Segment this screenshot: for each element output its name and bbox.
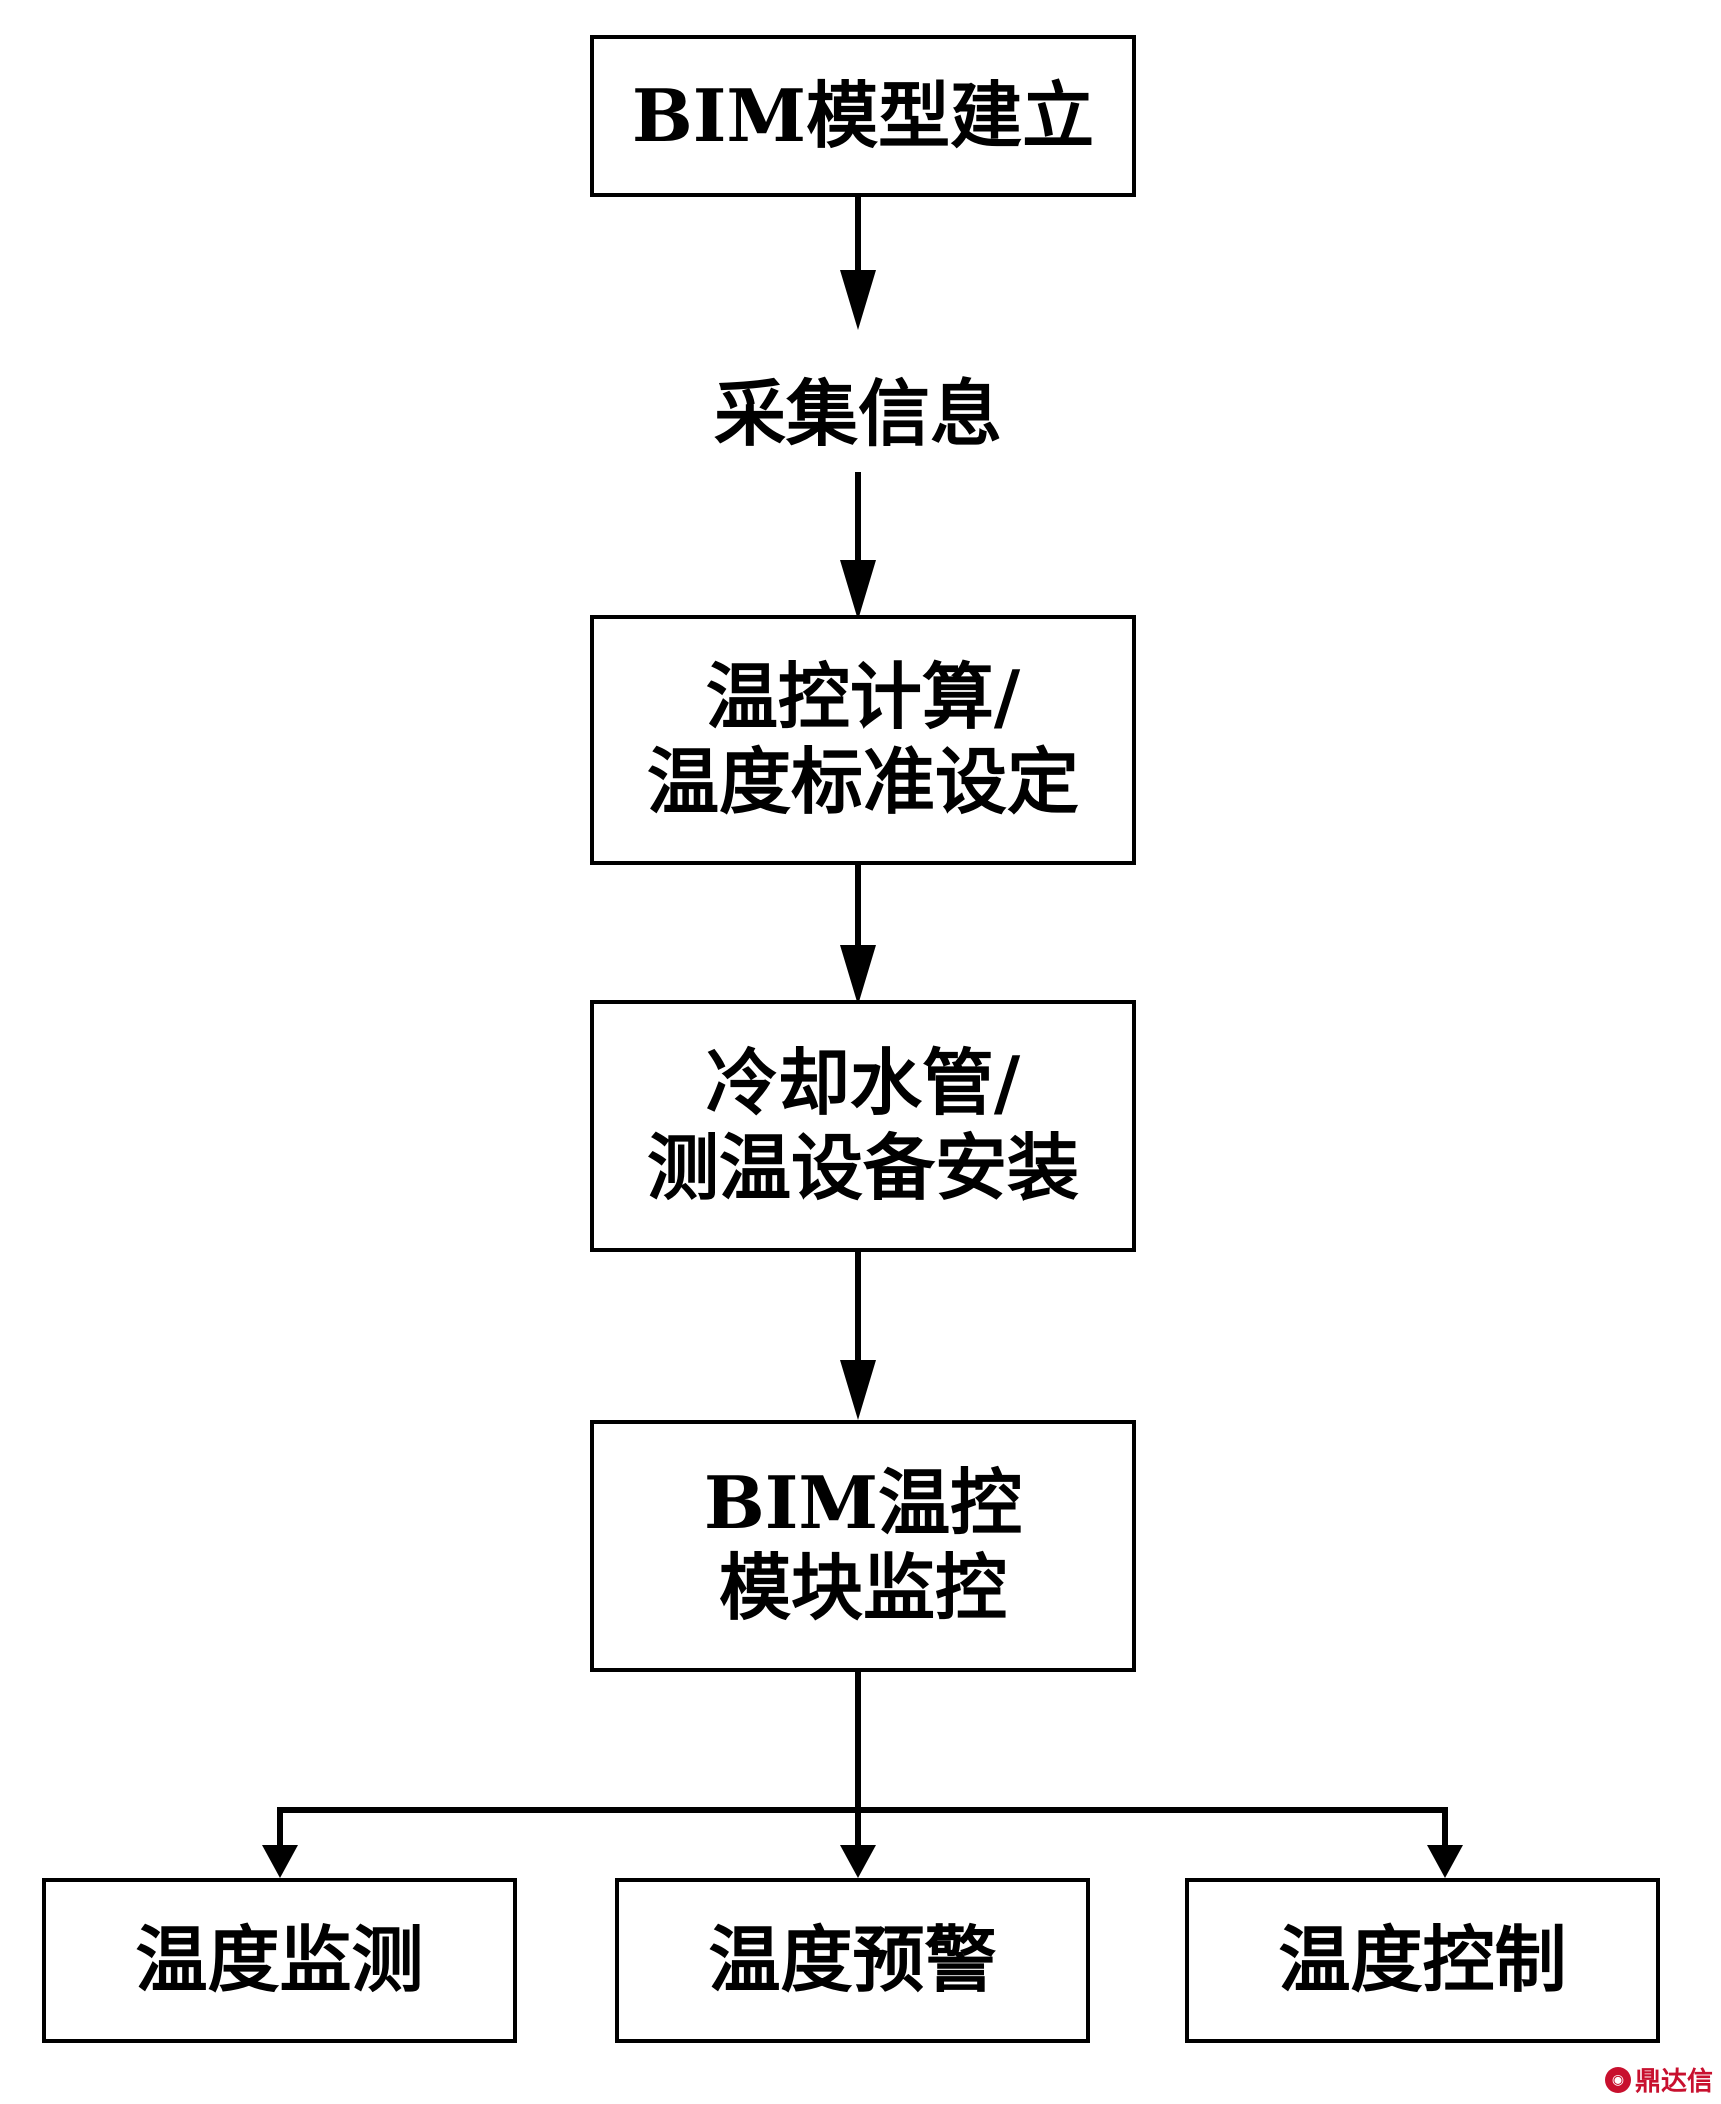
collect-info-label: 采集信息 — [713, 371, 1002, 456]
arrow-head-4 — [840, 1360, 876, 1420]
arrow-head-1 — [840, 270, 876, 330]
arrow-head-left — [262, 1845, 298, 1878]
bim-control-line2: 模块监控 — [718, 1545, 1007, 1630]
temp-warning-box: 温度预警 — [615, 1878, 1090, 2043]
temp-control-label: 温度控制 — [1278, 1917, 1567, 2003]
temp-calc-box: 温控计算/ 温度标准设定 — [590, 615, 1136, 865]
bim-model-box: BIM模型建立 — [590, 35, 1136, 197]
temp-calc-line2: 温度标准设定 — [646, 739, 1079, 824]
bim-model-label: BIM模型建立 — [631, 72, 1095, 158]
temp-calc-line1: 温控计算/ — [705, 654, 1021, 740]
arrow-head-right — [1427, 1845, 1463, 1878]
arrow-head-center — [840, 1845, 876, 1878]
temp-warning-label: 温度预警 — [708, 1917, 997, 2003]
temp-monitor-box: 温度监测 — [42, 1878, 517, 2043]
arrow-head-2 — [840, 560, 876, 620]
bim-control-box: BIM温控 模块监控 — [590, 1420, 1136, 1672]
watermark-text: 鼎达信 — [1634, 2067, 1713, 2097]
bim-control-line1: BIM温控 — [703, 1460, 1023, 1546]
arrow-head-3 — [840, 945, 876, 1005]
cooling-pipe-box: 冷却水管/ 测温设备安装 — [590, 1000, 1136, 1252]
temp-monitor-label: 温度监测 — [135, 1917, 424, 2003]
cooling-pipe-line2: 测温设备安装 — [646, 1125, 1079, 1210]
watermark: ◉ 鼎达信 — [1604, 2061, 1713, 2098]
cooling-pipe-line1: 冷却水管/ — [705, 1040, 1021, 1126]
temp-control-box: 温度控制 — [1185, 1878, 1660, 2043]
watermark-logo-icon: ◉ — [1604, 2066, 1631, 2093]
